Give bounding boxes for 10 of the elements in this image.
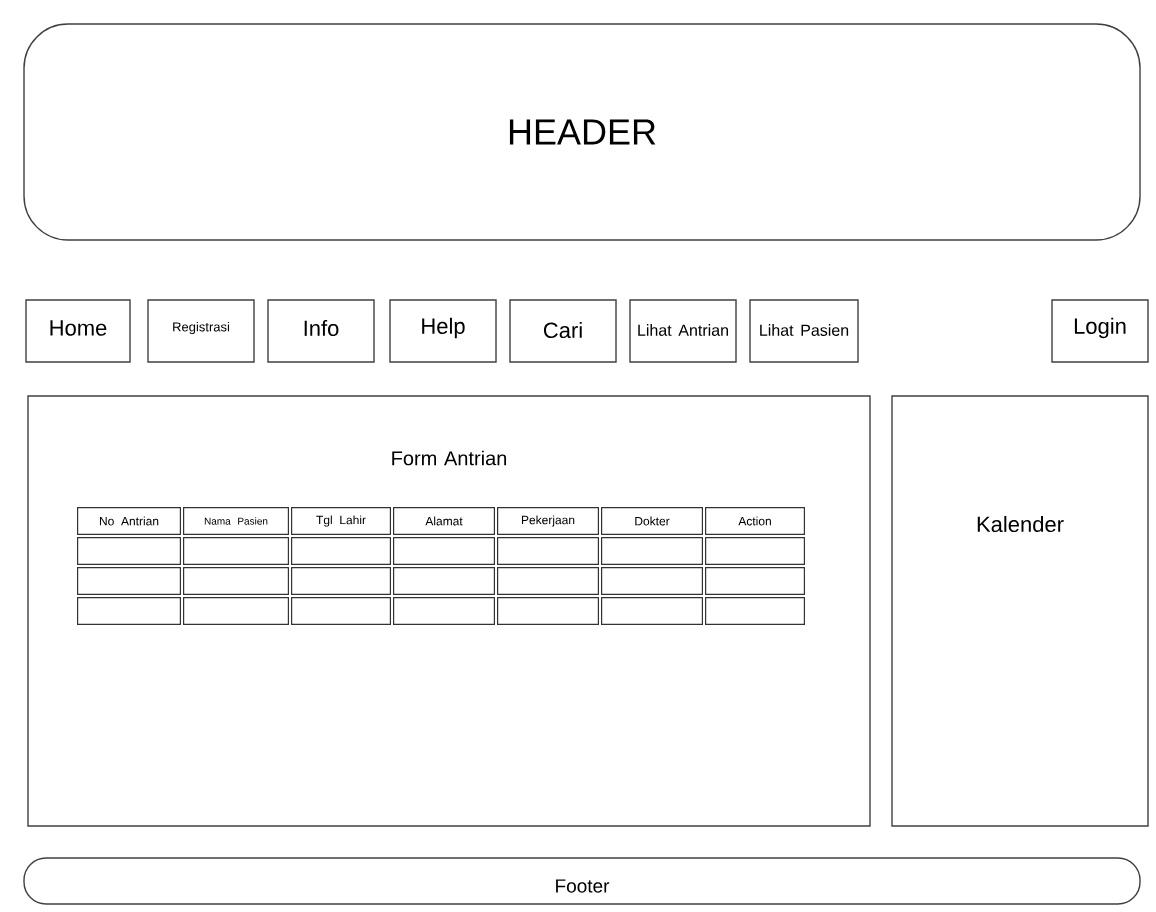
content-panel: Kalender: [891, 395, 1149, 827]
menu-button: Login: [1051, 299, 1149, 363]
menu-button: Lihat Antrian: [629, 299, 737, 363]
header-banner: HEADER: [23, 23, 1141, 241]
menu-button: Help: [389, 299, 497, 363]
menu-button: Home: [25, 299, 131, 363]
footer-bar: Footer: [23, 857, 1141, 905]
menu-button: Info: [267, 299, 375, 363]
menu-button: Lihat Pasien: [749, 299, 859, 363]
menu-button: Cari: [509, 299, 617, 363]
